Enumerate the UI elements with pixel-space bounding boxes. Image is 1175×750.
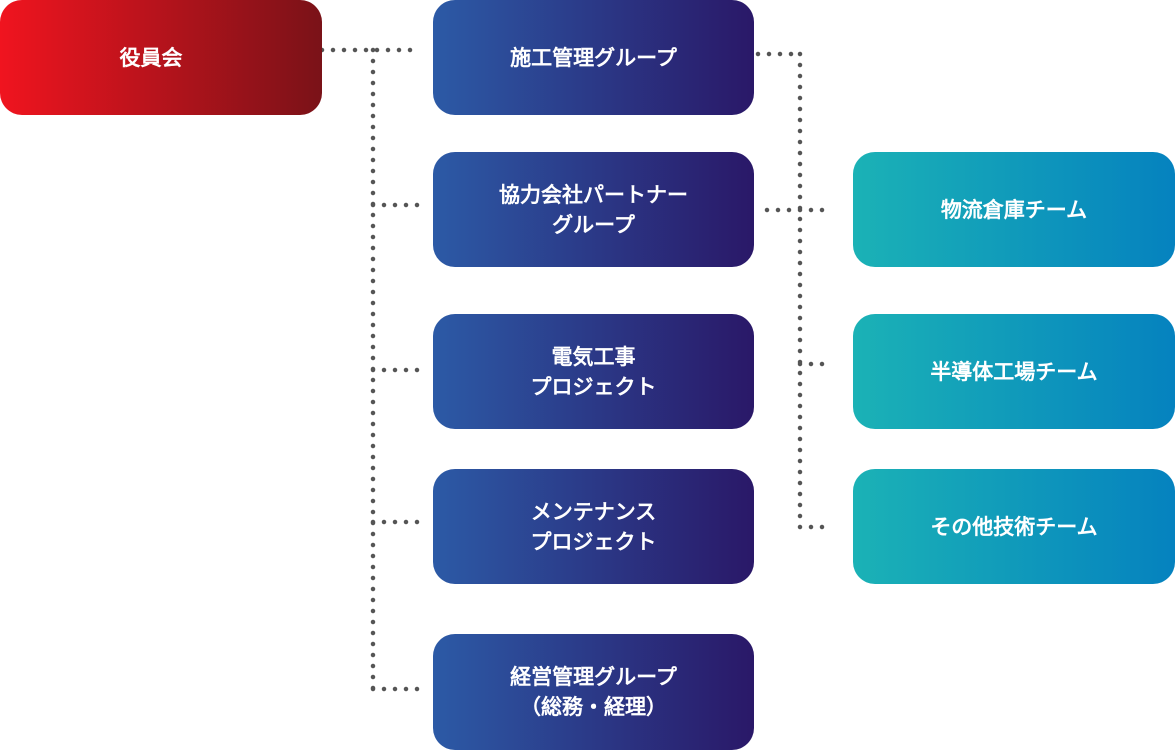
group-label: 電気工事 プロジェクト xyxy=(530,344,657,399)
group-node-partners: 協力会社パートナー グループ xyxy=(433,152,754,267)
group-label: 施工管理グループ xyxy=(510,45,677,70)
group-node-management: 経営管理グループ （総務・経理） xyxy=(433,634,754,750)
team-node-logistics: 物流倉庫チーム xyxy=(853,152,1175,267)
group-label: 協力会社パートナー グループ xyxy=(499,182,688,237)
group-node-maintenance: メンテナンス プロジェクト xyxy=(433,469,754,584)
root-label: 役員会 xyxy=(119,45,183,70)
team-node-other-tech: その他技術チーム xyxy=(853,469,1175,584)
root-node: 役員会 xyxy=(0,0,322,115)
group-node-construction: 施工管理グループ xyxy=(433,0,754,115)
team-label: 半導体工場チーム xyxy=(930,359,1098,384)
team-label: 物流倉庫チーム xyxy=(940,197,1088,222)
team-label: その他技術チーム xyxy=(930,514,1098,539)
team-node-semiconductor: 半導体工場チーム xyxy=(853,314,1175,429)
group-label: メンテナンス プロジェクト xyxy=(530,499,657,554)
group-node-electrical: 電気工事 プロジェクト xyxy=(433,314,754,429)
group-label: 経営管理グループ （総務・経理） xyxy=(510,665,677,719)
